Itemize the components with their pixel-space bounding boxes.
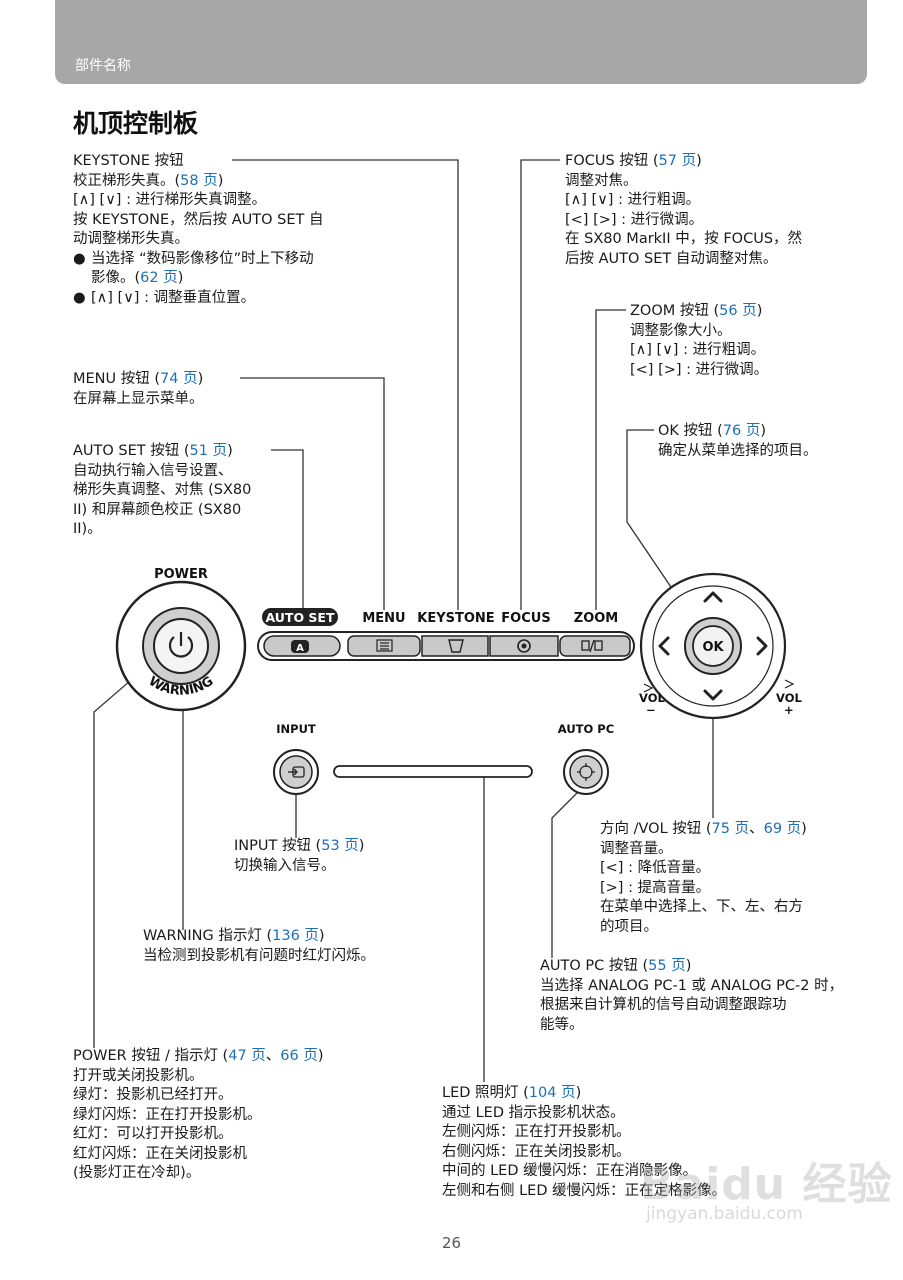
led-bar xyxy=(333,765,533,778)
page-link[interactable]: 53 页 xyxy=(321,838,359,854)
vol-minus-sign: − xyxy=(646,703,656,717)
vol-plus-icon xyxy=(784,679,795,689)
menu-label: MENU xyxy=(362,611,405,626)
leader-power xyxy=(93,661,153,1048)
watermark-logo: Baidu 经验 xyxy=(640,1159,893,1210)
page-link[interactable]: 104 页 xyxy=(528,1085,576,1101)
leader-autopc xyxy=(551,787,583,958)
page-link[interactable]: 76 页 xyxy=(722,423,761,439)
vol-plus-sign: + xyxy=(784,703,794,717)
watermark-url: jingyan.baidu.com xyxy=(646,1204,803,1224)
leader-keystone xyxy=(232,159,459,610)
page-link[interactable]: 51 页 xyxy=(189,443,228,459)
autopc-label: AUTO PC xyxy=(558,722,614,736)
autoset-label-bg xyxy=(262,608,338,626)
led-description: LED 照明灯 (104 页) 通过 LED 指示投影机状态。 左侧闪烁：正在打… xyxy=(442,1085,727,1199)
autoset-key-icon-bg xyxy=(291,640,309,653)
page-link[interactable]: 57 页 xyxy=(658,153,697,169)
power-icon xyxy=(168,632,194,658)
page-link[interactable]: 66 页 xyxy=(280,1048,318,1064)
power-label: POWER xyxy=(154,567,208,582)
arrow-right-icon[interactable] xyxy=(756,636,768,656)
menu-icon xyxy=(376,639,393,652)
page-link[interactable]: 75 页 xyxy=(711,821,750,837)
header-bar: 部件名称 xyxy=(55,0,867,84)
watermark: Baidu 经验 jingyan.baidu.com xyxy=(640,1148,895,1248)
autopc-button[interactable] xyxy=(569,755,603,789)
warning-description: WARNING 指示灯 (136 页) 当检测到投影机有问题时红灯闪烁。 xyxy=(143,928,375,964)
section-label: 部件名称 xyxy=(75,58,131,74)
vol-plus-label: VOL xyxy=(776,691,802,705)
input-icon xyxy=(288,766,305,778)
keystone-icon xyxy=(448,639,464,653)
page-title: 机顶控制板 xyxy=(73,109,199,138)
page-link[interactable]: 136 页 xyxy=(272,928,319,944)
page-link[interactable]: 62 页 xyxy=(140,270,178,286)
autopc-description: AUTO PC 按钮 (55 页) 当选择 ANALOG PC-1 或 ANAL… xyxy=(540,958,844,1033)
power-description: POWER 按钮 / 指示灯 (47 页、66 页) 打开或关闭投影机。 绿灯：… xyxy=(73,1048,324,1181)
focus-label: FOCUS xyxy=(501,611,550,626)
menu-description: MENU 按钮 (74 页) 在屏幕上显示菜单。 xyxy=(73,371,204,407)
vol-minus-label: VOL xyxy=(639,691,665,705)
page-link[interactable]: 74 页 xyxy=(160,371,198,387)
bullet-item: ●当选择 “数码影像移位”时上下移动影像。(62 页) xyxy=(73,250,314,287)
keystone-label: KEYSTONE xyxy=(417,611,494,626)
leader-zoom xyxy=(595,309,626,610)
autoset-description: AUTO SET 按钮 (51 页) 自动执行输入信号设置、 梯形失真调整、对焦… xyxy=(73,443,252,537)
arrow-up-icon[interactable] xyxy=(703,591,723,603)
direction-description: 方向 /VOL 按钮 (75 页、69 页) 调整音量。 [<] : 降低音量。… xyxy=(600,821,807,935)
leader-menu xyxy=(240,377,385,610)
ok-description: OK 按钮 (76 页) 确定从菜单选择的项目。 xyxy=(658,423,818,459)
leader-ok xyxy=(626,429,705,637)
ok-label: OK xyxy=(702,640,724,655)
bullet-item: ●[∧] [∨] : 调整垂直位置。 xyxy=(73,289,256,306)
input-description: INPUT 按钮 (53 页) 切换输入信号。 xyxy=(234,838,365,874)
keystone-description: KEYSTONE 按钮 校正梯形失真。(58 页) [∧] [∨] : 进行梯形… xyxy=(73,152,323,308)
zoom-label: ZOOM xyxy=(574,611,618,626)
ok-button[interactable] xyxy=(692,625,734,667)
autoset-label: AUTO SET xyxy=(265,610,334,625)
page-link[interactable]: 55 页 xyxy=(648,958,686,974)
keystone-button[interactable] xyxy=(421,635,489,657)
arrow-down-icon[interactable] xyxy=(703,689,723,701)
focus-description: FOCUS 按钮 (57 页) 调整对焦。 [∧] [∨] : 进行粗调。 [<… xyxy=(565,153,803,267)
page-link[interactable]: 47 页 xyxy=(228,1048,266,1064)
vol-minus-icon xyxy=(643,683,654,693)
zoom-description: ZOOM 按钮 (56 页) 调整影像大小。 [∧] [∨] : 进行粗调。 [… xyxy=(630,303,769,378)
autoset-key-icon: A xyxy=(296,643,304,654)
direction-arrows xyxy=(658,591,768,701)
page-link[interactable]: 58 页 xyxy=(180,172,218,189)
leader-lines xyxy=(93,159,714,1082)
leader-autoset xyxy=(271,449,304,610)
direction-pad-inner-ring xyxy=(652,585,774,707)
arrow-left-icon[interactable] xyxy=(658,636,670,656)
keystone-title: KEYSTONE 按钮 xyxy=(73,153,184,169)
page-link[interactable]: 56 页 xyxy=(719,303,757,319)
autopc-icon xyxy=(577,763,595,781)
zoom-icon xyxy=(581,639,603,653)
leader-focus xyxy=(520,159,560,610)
page-link[interactable]: 69 页 xyxy=(763,821,802,837)
page-number: 26 xyxy=(441,1234,462,1252)
input-label: INPUT xyxy=(276,722,316,736)
focus-icon xyxy=(517,639,531,653)
